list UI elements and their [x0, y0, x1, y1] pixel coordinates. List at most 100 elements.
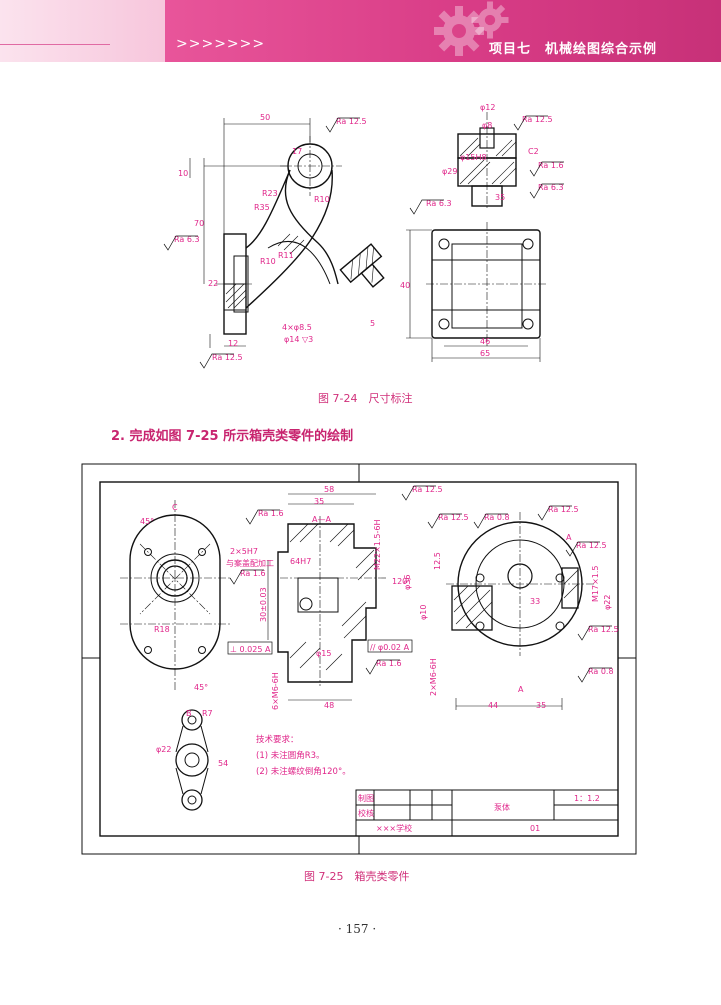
label-aa: A—A [312, 515, 331, 524]
dim-58: 58 [324, 485, 334, 494]
tb-scale: 1：1.2 [574, 794, 600, 803]
tb-check: 校核 [358, 808, 374, 818]
link-part [175, 709, 209, 811]
dim-d15h8: φ15H8 [460, 153, 487, 162]
dim-10: 10 [178, 169, 188, 178]
page-header: >>>>>>> 项目七 机械绘图综合示例 [0, 0, 721, 62]
dim-120deg: 120° [392, 577, 411, 586]
roughness-left: Ra 6.3 [174, 235, 200, 244]
header-rule [0, 44, 110, 45]
dim-d8: φ8 [482, 121, 492, 130]
dim-54: 54 [218, 759, 228, 768]
header-chevrons: >>>>>>> [176, 36, 266, 52]
roughness-aa-1: Ra 1.6 [258, 509, 284, 518]
note-machining: 与案盖配加工 [226, 558, 274, 568]
roughness-housing-bore: Ra 1.6 [538, 161, 564, 170]
gear-icon [471, 1, 509, 39]
dim-35: 35 [495, 193, 505, 202]
angle-45-bottom: 45° [194, 683, 208, 692]
roughness-top: Ra 12.5 [336, 117, 367, 126]
tech-line-2: (2) 未注螺纹倒角120°。 [256, 766, 351, 777]
dim-50: 50 [260, 113, 270, 122]
roughness-right-3: Ra 12.5 [548, 505, 579, 514]
tech-line-1: (1) 未注圆角R3。 [256, 750, 325, 761]
dim-46: 46 [480, 337, 490, 346]
header-title: 项目七 机械绘图综合示例 [488, 42, 657, 57]
round-view [446, 512, 594, 710]
dim-44: 44 [488, 701, 498, 710]
dim-70: 70 [194, 219, 204, 228]
dim-35-top: 35 [314, 497, 324, 506]
roughness-aa-3: Ra 1.6 [376, 659, 402, 668]
header-bar [165, 0, 721, 62]
header-left-band [0, 0, 165, 62]
roughness-right-5: Ra 12.5 [588, 625, 619, 634]
label-b-view: B [186, 709, 192, 718]
dim-48: 48 [324, 701, 334, 710]
dim-holes: 4×φ8.5 [282, 323, 312, 332]
tol-parallel: // φ0.02 A [370, 643, 410, 652]
section-heading: 2. 完成如图 7-25 所示箱壳类零件的绘制 [111, 429, 354, 444]
dim-d22-right: φ22 [603, 595, 612, 610]
dim-d29: φ29 [442, 167, 457, 176]
tb-number: 01 [530, 824, 540, 833]
label-a-bottom: A [518, 685, 524, 694]
tol-perpendicular: ⊥ 0.025 A [230, 645, 271, 654]
dim-22: 22 [208, 279, 218, 288]
title-block [355, 789, 619, 837]
roughness-right-6: Ra 0.8 [588, 667, 614, 676]
dim-30: 30±0.03 [259, 587, 268, 622]
dim-64h7: 64H7 [290, 557, 311, 566]
roughness-housing-top: Ra 12.5 [522, 115, 553, 124]
figure-7-25: C 45° 45° R18 B R7 φ22 54 [81, 463, 637, 855]
dim-12-5: 12.5 [433, 552, 442, 570]
roughness-right-4: Ra 12.5 [576, 541, 607, 550]
tb-part-name: 泵体 [494, 802, 510, 812]
dim-12: 12 [228, 339, 238, 348]
dim-d36: φ36 [403, 575, 412, 590]
dim-65: 65 [480, 349, 490, 358]
dim-d15: φ15 [316, 649, 331, 658]
section-aa [267, 493, 386, 701]
roughness-aa-2: Ra 1.6 [240, 569, 266, 578]
dim-6xm6: 6×M6-6H [271, 672, 280, 710]
page-number: · 157 · [338, 922, 377, 936]
dim-33: 33 [530, 597, 540, 606]
dim-r35: R35 [254, 203, 270, 212]
roughness-right-2: Ra 0.8 [484, 513, 510, 522]
dim-m22: M22×1.5-6H [373, 520, 382, 571]
housing-drawing [406, 112, 546, 362]
figure-7-25-caption: 图 7-25 箱壳类零件 [304, 870, 410, 883]
tb-school: ×××学校 [376, 823, 412, 833]
dim-d12-top: φ12 [480, 103, 495, 112]
dim-m17: M17×1.5 [591, 565, 600, 602]
tech-title: 技术要求： [256, 734, 299, 745]
dim-2xm6: 2×M6-6H [429, 658, 438, 696]
gear-icon [434, 6, 484, 56]
dim-2x5h7: 2×5H7 [230, 547, 258, 556]
roughness-housing-left: Ra 6.3 [426, 199, 452, 208]
dim-c2: C2 [528, 147, 539, 156]
dim-40: 40 [400, 281, 410, 290]
dim-counterbore: φ14 ▽3 [284, 335, 313, 344]
dim-r7: R7 [202, 709, 213, 718]
roughness-bottom: Ra 12.5 [212, 353, 243, 362]
oval-view [120, 500, 230, 690]
tb-draw: 制图 [358, 793, 374, 803]
label-c-view: C [172, 503, 178, 512]
figure-7-24: 50 17 10 70 22 12 R23 R35 R10 R10 R11 5 … [163, 103, 564, 369]
dim-35-right: 35 [536, 701, 546, 710]
bracket-drawing [189, 118, 385, 348]
angle-45-top: 45° [140, 517, 154, 526]
roughness-aa-top: Ra 12.5 [412, 485, 443, 494]
dim-r11: R11 [278, 251, 294, 260]
roughness-right-1: Ra 12.5 [438, 513, 469, 522]
dim-r18: R18 [154, 625, 170, 634]
dim-r23: R23 [262, 189, 278, 198]
dim-5: 5 [370, 319, 375, 328]
figure-7-24-caption: 图 7-24 尺寸标注 [318, 392, 413, 405]
dim-17: 17 [292, 147, 302, 156]
label-a-top: A [566, 533, 572, 542]
dim-d10: φ10 [419, 605, 428, 620]
dim-r10-top: R10 [314, 195, 330, 204]
